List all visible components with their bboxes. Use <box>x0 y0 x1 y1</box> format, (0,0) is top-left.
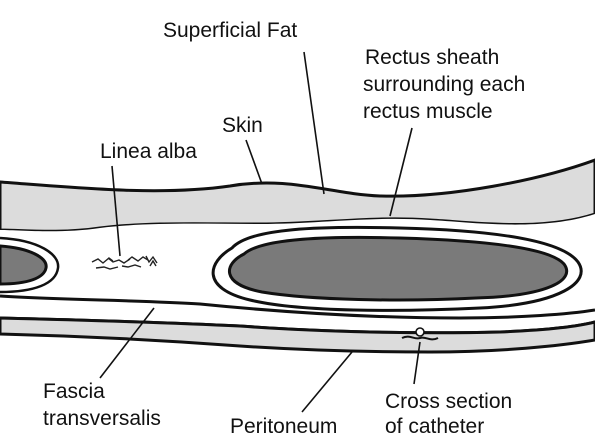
superficial-fat-layer <box>0 160 595 231</box>
label-fascia-line1: Fascia <box>43 380 105 403</box>
label-rectus-sheath-line2: surrounding each <box>363 73 525 96</box>
skin-leader <box>246 140 262 184</box>
label-rectus-sheath-line1: Rectus sheath <box>365 46 499 69</box>
label-cross-section-line1: Cross section <box>385 390 512 413</box>
right-rectus-muscle <box>229 237 566 300</box>
fascia-transversalis-leader <box>100 308 154 378</box>
label-fascia-line2: transversalis <box>43 407 161 430</box>
peritoneum-leader <box>302 352 352 412</box>
label-peritoneum: Peritoneum <box>230 415 337 438</box>
left-rectus-muscle <box>0 246 46 284</box>
label-rectus-sheath-line3: rectus muscle <box>363 100 493 123</box>
label-superficial-fat: Superficial Fat <box>163 19 297 42</box>
linea-alba-texture <box>92 256 157 269</box>
label-cross-section-line2: of catheter <box>385 415 484 438</box>
peritoneum-layer <box>0 318 595 352</box>
label-linea-alba: Linea alba <box>100 140 197 163</box>
label-skin: Skin <box>222 114 263 137</box>
superficial-fat-leader <box>304 52 324 194</box>
